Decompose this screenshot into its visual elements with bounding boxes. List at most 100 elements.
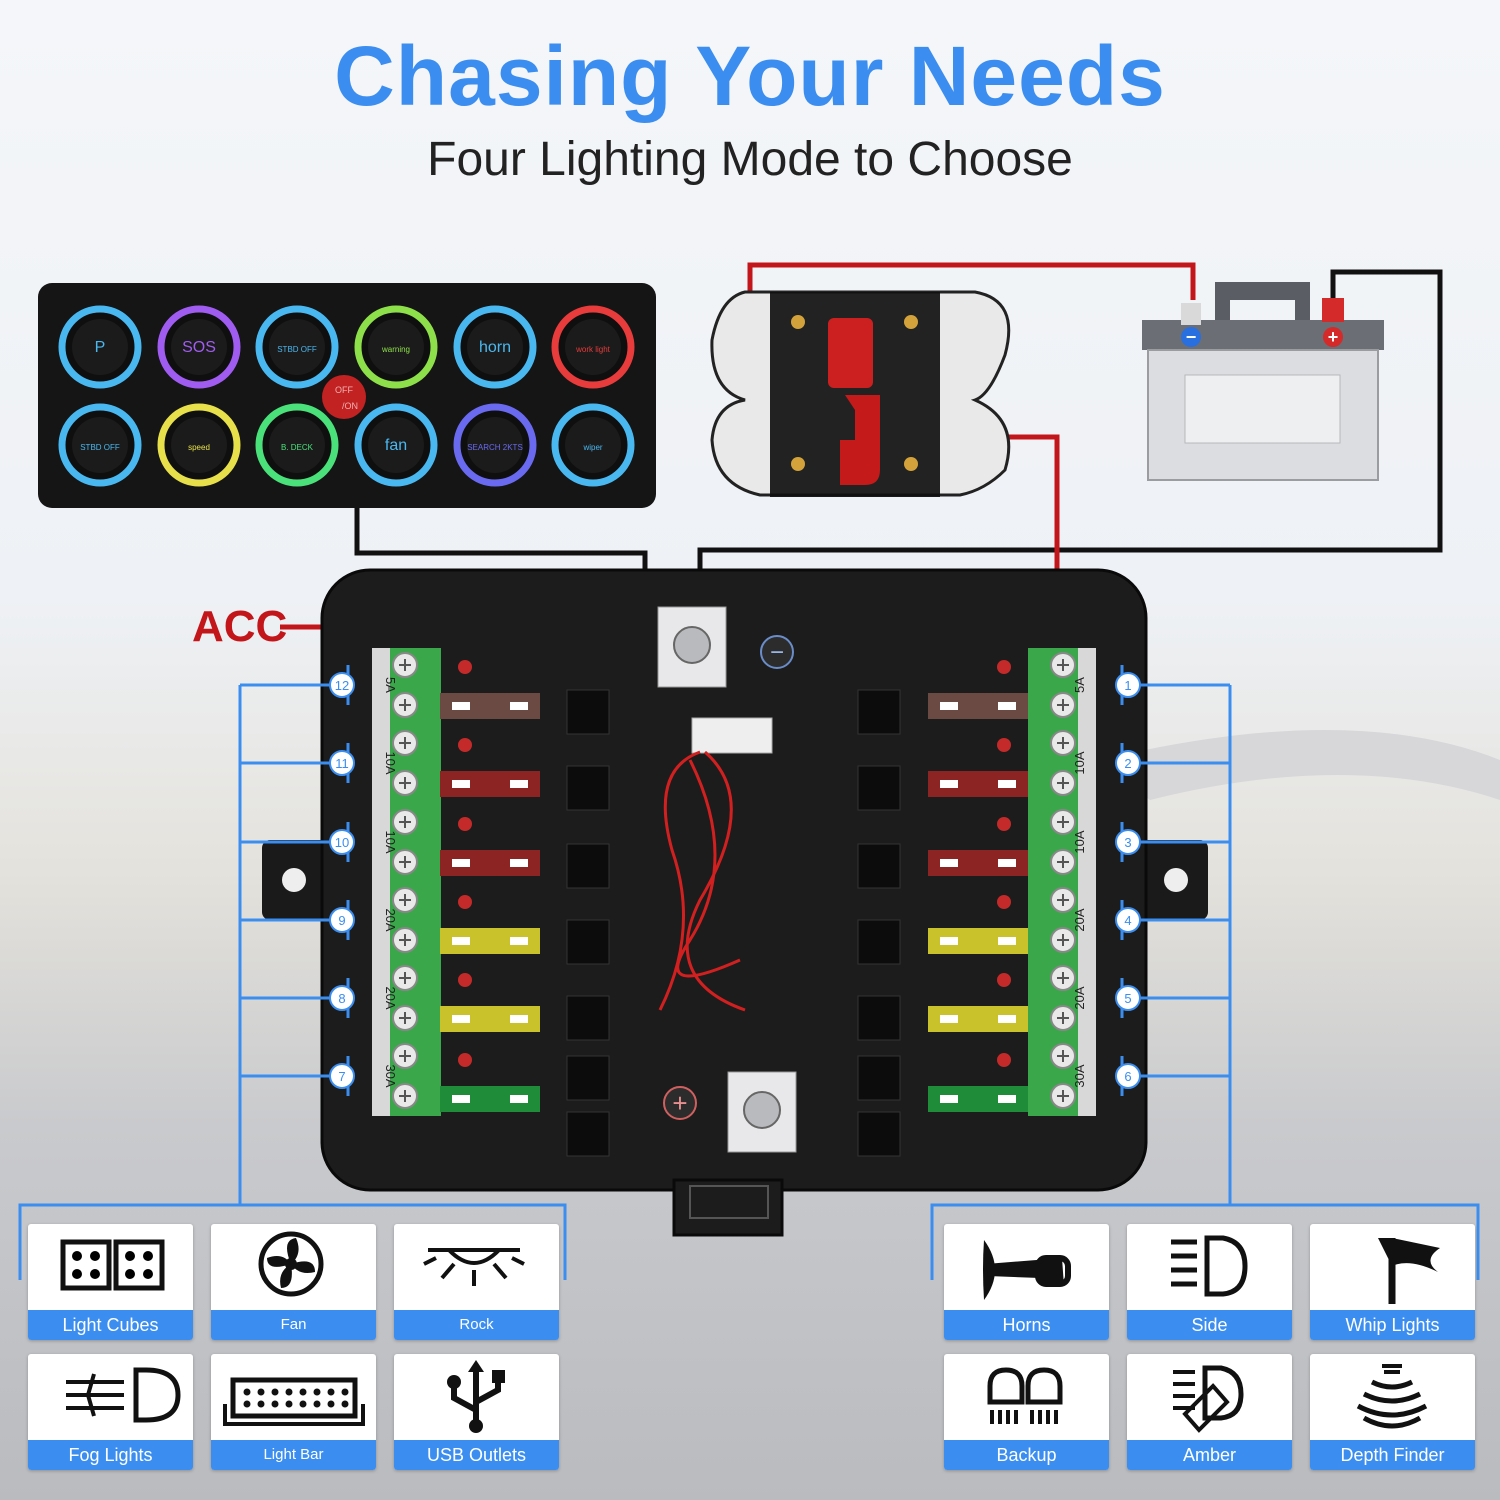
circuit-number-right: 1 — [1124, 678, 1131, 693]
switch-button[interactable]: B. DECK — [255, 403, 339, 487]
switch-button[interactable]: speed — [157, 403, 241, 487]
amber-light-icon — [1173, 1365, 1244, 1433]
card-label: Light Cubes — [28, 1310, 193, 1340]
circuit-brackets — [18, 685, 1480, 1280]
battery-positive-icon — [1323, 327, 1343, 347]
switch-label: warning — [381, 345, 410, 354]
accessory-card-light-bar: Light Bar — [211, 1354, 376, 1470]
switch-label: wiper — [582, 443, 602, 452]
svg-text:+: + — [672, 1088, 687, 1118]
circuit-number-right: 4 — [1124, 913, 1131, 928]
card-label: Fog Lights — [28, 1440, 193, 1470]
card-label: Horns — [944, 1310, 1109, 1340]
circuit-number-badge — [329, 750, 355, 776]
card-label: Amber — [1127, 1440, 1292, 1470]
light-cubes-icon — [60, 1239, 165, 1291]
fuse-rating-right: 10A — [1072, 751, 1087, 774]
switch-button[interactable]: SOS — [157, 305, 241, 389]
fuse-rating-right: 5A — [1072, 677, 1087, 693]
fuse-rating-left: 30A — [383, 1064, 398, 1087]
circuit-number-badge — [329, 907, 355, 933]
side-light-icon — [1171, 1235, 1248, 1297]
fuse-rating-left: 5A — [383, 677, 398, 693]
circuit-number-badge — [1115, 1063, 1141, 1089]
accessory-card-whip-lights: Whip Lights — [1310, 1224, 1475, 1340]
card-label: Fan — [211, 1310, 376, 1340]
depth-finder-icon — [1356, 1364, 1428, 1429]
relay — [566, 919, 610, 965]
battery: − + — [1142, 282, 1384, 481]
circuit-number-left: 7 — [338, 1069, 345, 1084]
toggle-label-on: /ON — [342, 401, 358, 411]
fuse-rating-right: 20A — [1072, 908, 1087, 931]
relay — [857, 995, 901, 1041]
accessory-card-rock: Rock — [394, 1224, 559, 1340]
svg-text:−: − — [770, 639, 784, 666]
circuit-number-badge — [329, 1063, 355, 1089]
left-terminal-strip — [385, 648, 441, 1116]
card-label: Depth Finder — [1310, 1440, 1475, 1470]
acc-label: ACC — [192, 602, 288, 651]
accessory-card-usb: USB Outlets — [394, 1354, 559, 1470]
switch-label: P — [95, 339, 106, 356]
card-label: USB Outlets — [394, 1440, 559, 1470]
fan-icon — [258, 1231, 324, 1297]
circuit-number-right: 5 — [1124, 991, 1131, 1006]
fuse-rating-left: 20A — [383, 986, 398, 1009]
svg-text:−: − — [1186, 327, 1197, 347]
relay — [566, 765, 610, 811]
switch-button[interactable]: STBD OFF — [58, 403, 142, 487]
switch-label: fan — [385, 437, 407, 454]
relay — [566, 1055, 610, 1101]
fuse-rating-right: 20A — [1072, 986, 1087, 1009]
relay — [566, 1111, 610, 1157]
switch-label: STBD OFF — [277, 345, 317, 354]
accessory-card-amber: Amber — [1127, 1354, 1292, 1470]
breaker-lever — [840, 395, 880, 485]
page-title: Chasing Your Needs — [334, 29, 1166, 123]
fuse-rating-left: 10A — [383, 751, 398, 774]
fuse-rating-right: 30A — [1072, 1064, 1087, 1087]
whip-light-icon — [1378, 1238, 1440, 1304]
relay — [857, 1111, 901, 1157]
circuit-number-left: 10 — [335, 835, 349, 850]
accessory-card-backup: Backup — [944, 1354, 1109, 1470]
switch-button[interactable]: warning — [354, 305, 438, 389]
switch-label: STBD OFF — [80, 443, 120, 452]
fuse-rating-right: 10A — [1072, 830, 1087, 853]
switch-label: SOS — [182, 339, 216, 356]
road-curve — [1100, 730, 1500, 800]
circuit-number-badge — [329, 985, 355, 1011]
relay — [566, 995, 610, 1041]
switch-button[interactable]: horn — [453, 305, 537, 389]
circuit-number-left: 9 — [338, 913, 345, 928]
switch-button[interactable]: P — [58, 305, 142, 389]
circuit-number-badge — [1115, 829, 1141, 855]
switch-button[interactable]: SEARCH 2KTS — [453, 403, 537, 487]
card-label: Whip Lights — [1310, 1310, 1475, 1340]
switch-button[interactable]: work light — [551, 305, 635, 389]
usb-icon — [447, 1360, 505, 1433]
accessory-card-fan: Fan — [211, 1224, 376, 1340]
relay — [566, 689, 610, 735]
coiled-acc-wire — [658, 750, 746, 1012]
ground-stud — [673, 626, 711, 664]
right-terminal-strip — [1028, 648, 1084, 1116]
circuit-number-right: 6 — [1124, 1069, 1131, 1084]
positive-terminal-icon — [663, 1086, 697, 1120]
card-label: Side — [1127, 1310, 1292, 1340]
page-subtitle: Four Lighting Mode to Choose — [427, 133, 1073, 186]
switch-button[interactable]: STBD OFF — [255, 305, 339, 389]
switch-button[interactable]: fan — [354, 403, 438, 487]
circuit-number-badge — [329, 829, 355, 855]
rock-light-icon — [423, 1248, 525, 1286]
relay — [857, 689, 901, 735]
battery-negative-icon — [1181, 327, 1201, 347]
switch-button[interactable]: wiper — [551, 403, 635, 487]
accessory-card-side: Side — [1127, 1224, 1292, 1340]
fuse-rating-left: 10A — [383, 830, 398, 853]
breaker-reset-button — [828, 318, 873, 388]
circuit-number-badge — [1115, 750, 1141, 776]
